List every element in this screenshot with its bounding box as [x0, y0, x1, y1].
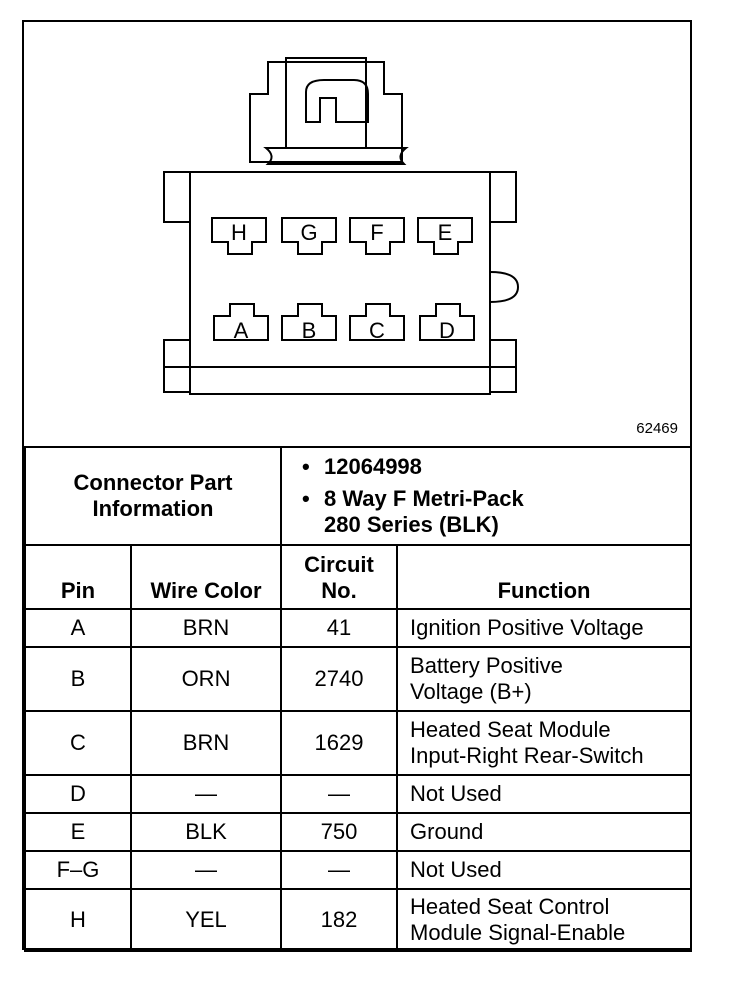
table-row: B ORN 2740 Battery Positive Voltage (B+): [24, 646, 693, 712]
wire-color-cell: —: [129, 850, 283, 890]
pin-label-d: D: [439, 318, 455, 343]
wire-color-cell: BRN: [129, 608, 283, 648]
circuit-cell: 750: [280, 812, 399, 852]
pin-label-e: E: [438, 220, 453, 245]
pin-cell: E: [24, 812, 132, 852]
function-cell: Heated Seat Module Input-Right Rear-Swit…: [396, 710, 693, 776]
function-cell: Not Used: [396, 774, 693, 814]
function-line: Not Used: [410, 781, 502, 806]
table-row: F–G — — Not Used: [24, 850, 693, 890]
wire-color-cell: BLK: [129, 812, 283, 852]
function-cell: Ground: [396, 812, 693, 852]
pin-cell: C: [24, 710, 132, 776]
circuit-cell: 182: [280, 888, 399, 952]
table-header: Pin Wire Color Circuit No. Function: [24, 544, 693, 610]
pin-cell: A: [24, 608, 132, 648]
pin-label-c: C: [369, 318, 385, 343]
function-cell: Battery Positive Voltage (B+): [396, 646, 693, 712]
table-row: H YEL 182 Heated Seat Control Module Sig…: [24, 888, 693, 952]
header-pin: Pin: [24, 544, 132, 610]
pin-cell: D: [24, 774, 132, 814]
circuit-cell: —: [280, 850, 399, 890]
info-label-line2: Information: [92, 496, 214, 521]
info-label-line1: Connector Part: [73, 470, 233, 495]
function-cell: Heated Seat Control Module Signal-Enable: [396, 888, 693, 952]
pinout-table: Connector Part Information 12064998 8 Wa…: [23, 446, 693, 952]
function-cell: Ignition Positive Voltage: [396, 608, 693, 648]
wire-color-cell: —: [129, 774, 283, 814]
table-row: D — — Not Used: [24, 774, 693, 814]
table-row: C BRN 1629 Heated Seat Module Input-Righ…: [24, 710, 693, 776]
function-cell: Not Used: [396, 850, 693, 890]
pin-cell: F–G: [24, 850, 132, 890]
pin-label-f: F: [370, 220, 383, 245]
connector-diagram: H G F E A B C D: [163, 57, 520, 395]
function-line: Heated Seat Module: [410, 717, 611, 742]
part-number: 12064998: [302, 454, 690, 480]
pin-label-b: B: [302, 318, 317, 343]
table-row: E BLK 750 Ground: [24, 812, 693, 852]
part-description-line2: 280 Series (BLK): [324, 512, 499, 537]
function-line: Not Used: [410, 857, 502, 882]
header-function: Function: [396, 544, 693, 610]
wire-color-cell: BRN: [129, 710, 283, 776]
function-line: Heated Seat Control: [410, 894, 610, 919]
pin-cell: H: [24, 888, 132, 952]
wire-color-cell: YEL: [129, 888, 283, 952]
circuit-cell: 41: [280, 608, 399, 648]
connector-sheet: H G F E A B C D 62469 Connector Part Inf…: [22, 20, 693, 952]
table-row: A BRN 41 Ignition Positive Voltage: [24, 608, 693, 648]
function-line: Ignition Positive Voltage: [410, 615, 644, 640]
header-circuit-line1: Circuit: [304, 552, 374, 577]
circuit-cell: 2740: [280, 646, 399, 712]
function-line: Ground: [410, 819, 484, 844]
function-line: Input-Right Rear-Switch: [410, 743, 644, 768]
pin-label-a: A: [234, 318, 249, 343]
connector-part-info-label: Connector Part Information: [23, 446, 283, 546]
function-line: Module Signal-Enable: [410, 920, 626, 945]
pin-cavities: [211, 217, 475, 341]
pin-label-g: G: [300, 220, 317, 245]
wire-color-cell: ORN: [129, 646, 283, 712]
header-circuit-line2: No.: [321, 578, 357, 603]
header-wire-color: Wire Color: [129, 544, 283, 610]
header-circuit-no: Circuit No.: [280, 544, 399, 610]
circuit-cell: —: [280, 774, 399, 814]
pin-cell: B: [24, 646, 132, 712]
connector-part-info-values: 12064998 8 Way F Metri-Pack 280 Series (…: [280, 446, 693, 546]
function-line: Battery Positive: [410, 653, 563, 678]
pin-label-h: H: [231, 220, 247, 245]
function-line: Voltage (B+): [410, 679, 532, 704]
connector-part-info-row: Connector Part Information 12064998 8 Wa…: [23, 446, 693, 546]
figure-id: 62469: [636, 420, 678, 437]
circuit-cell: 1629: [280, 710, 399, 776]
part-description-line1: 8 Way F Metri-Pack: [302, 486, 690, 512]
